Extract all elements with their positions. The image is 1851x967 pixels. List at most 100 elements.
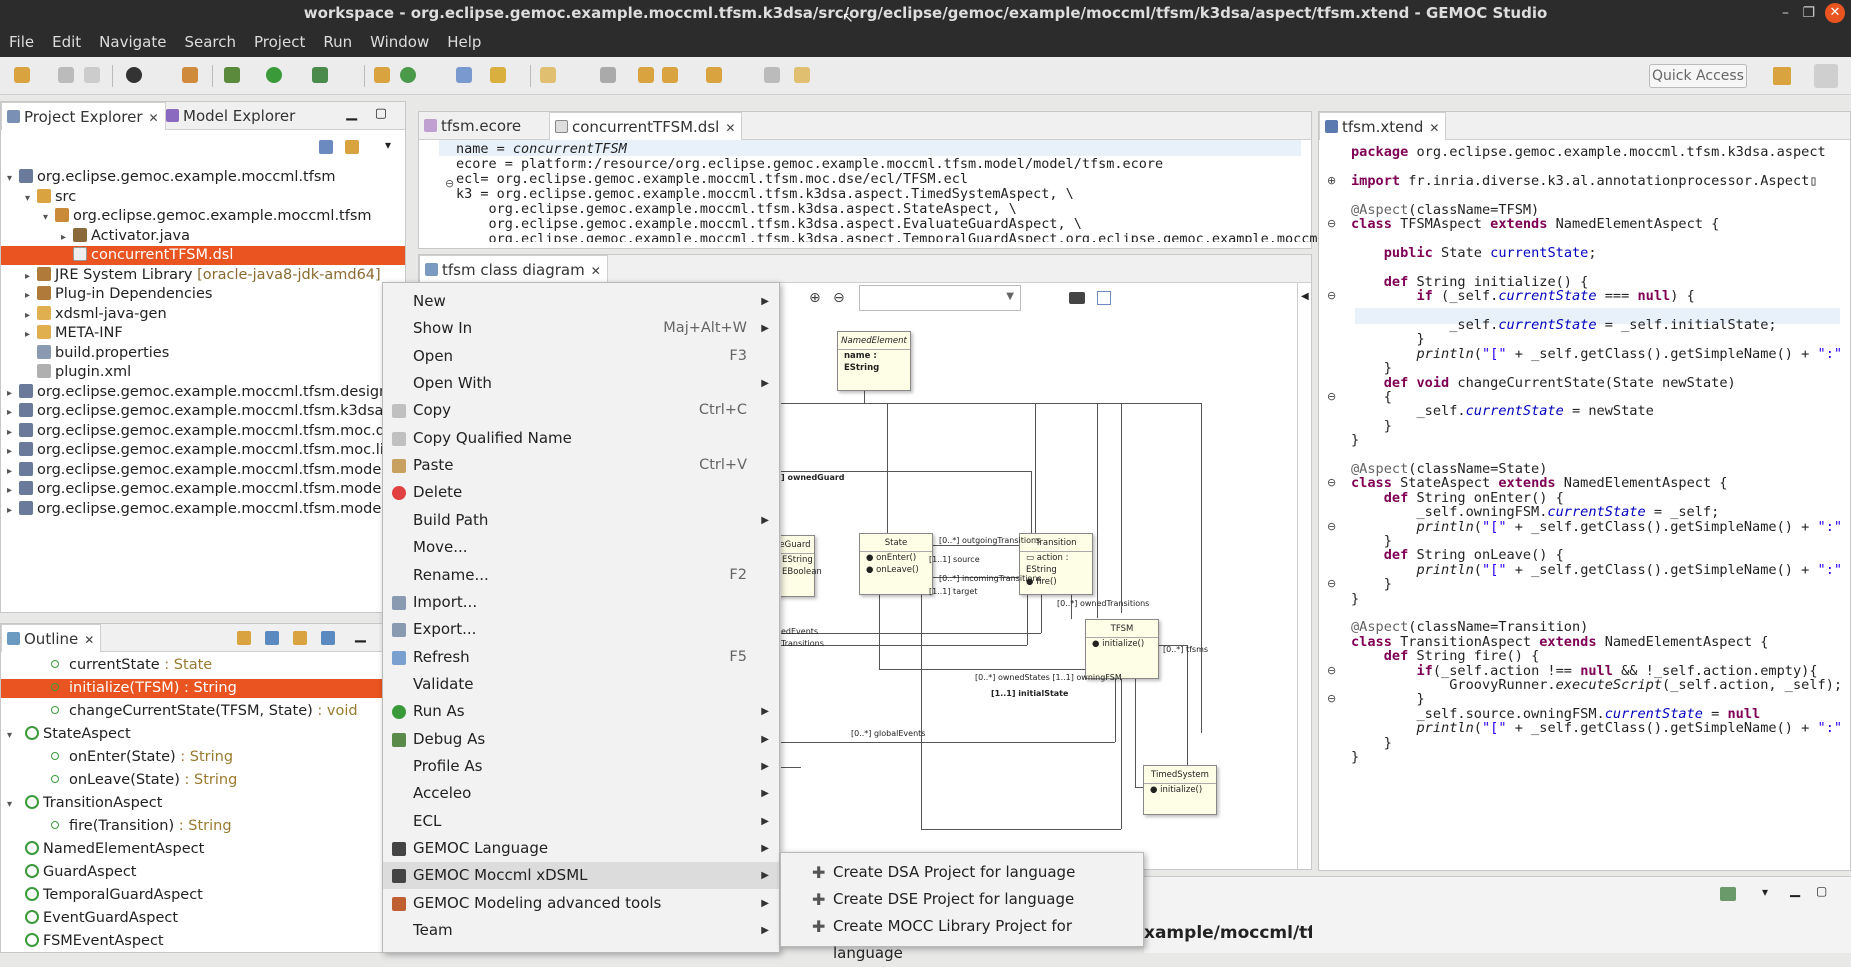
export-image-icon[interactable] bbox=[1069, 292, 1085, 304]
tab-tfsm-ecore[interactable]: tfsm.ecore bbox=[419, 112, 527, 140]
context-menu-item[interactable]: Rename...F2 bbox=[383, 562, 779, 589]
outline-item[interactable]: TemporalGuardAspect bbox=[1, 886, 383, 905]
run-icon[interactable] bbox=[266, 67, 282, 83]
project-tree-item[interactable]: ▸org.eclipse.gemoc.example.moccml.tfsm.m… bbox=[1, 461, 405, 480]
expand-toggle-icon[interactable]: ▸ bbox=[25, 329, 31, 340]
expand-toggle-icon[interactable]: ▾ bbox=[7, 173, 13, 184]
new-class-icon[interactable] bbox=[400, 67, 416, 83]
tab-concurrent-dsl[interactable]: concurrentTFSM.dsl✕ bbox=[549, 112, 743, 140]
dsl-line-6[interactable]: org.eclipse.gemoc.example.moccml.tfsm.k3… bbox=[456, 216, 1082, 232]
context-menu-item[interactable]: Export... bbox=[383, 616, 779, 643]
xtend-code[interactable]: package org.eclipse.gemoc.example.moccml… bbox=[1351, 144, 1843, 766]
expand-toggle-icon[interactable]: ▾ bbox=[43, 212, 49, 223]
context-menu-item[interactable]: Copy Qualified Name bbox=[383, 425, 779, 452]
zoom-in-icon[interactable]: ⊕ bbox=[809, 290, 821, 306]
pin-editor-icon[interactable] bbox=[764, 67, 780, 83]
toggle-mark-icon[interactable] bbox=[794, 67, 810, 83]
expand-toggle-icon[interactable]: ▸ bbox=[7, 504, 13, 516]
menu-edit[interactable]: Edit bbox=[52, 33, 82, 51]
project-tree-item[interactable]: ▸org.eclipse.gemoc.example.moccml.tfsm.d… bbox=[1, 383, 405, 402]
outline-item[interactable]: onEnter(State) : String bbox=[1, 748, 383, 767]
dsl-line-2[interactable]: ecore = platform:/resource/org.eclipse.g… bbox=[456, 156, 1164, 172]
minimize-view-button[interactable]: ▁ bbox=[346, 105, 357, 121]
outline-item[interactable]: FSMEventAspect bbox=[1, 932, 383, 951]
expand-toggle-icon[interactable]: ▸ bbox=[25, 309, 31, 321]
expand-toggle-icon[interactable]: ▸ bbox=[7, 426, 13, 438]
collapse-all-icon[interactable] bbox=[319, 140, 333, 154]
gemoc-icon[interactable] bbox=[126, 67, 142, 83]
context-menu-item[interactable]: Run As▶ bbox=[383, 698, 779, 725]
expand-toggle-icon[interactable]: ▸ bbox=[7, 387, 13, 399]
close-button[interactable]: ✕ bbox=[1825, 3, 1845, 23]
expand-toggle-icon[interactable]: ▸ bbox=[7, 446, 13, 457]
new-icon[interactable] bbox=[14, 67, 30, 83]
menu-file[interactable]: File bbox=[9, 33, 35, 51]
search-icon[interactable] bbox=[490, 67, 506, 83]
project-tree-item[interactable]: build.properties bbox=[1, 344, 405, 363]
context-menu-item[interactable]: Team▶ bbox=[383, 917, 779, 944]
palette-toggle-icon[interactable]: ◀ bbox=[1301, 291, 1309, 302]
outline-item[interactable]: NamedElementAspect bbox=[1, 840, 383, 859]
project-tree-item[interactable]: ▾org.eclipse.gemoc.example.moccml.tfsm bbox=[1, 168, 405, 187]
context-menu-item[interactable]: GEMOC Language▶ bbox=[383, 835, 779, 862]
save-icon[interactable] bbox=[58, 67, 74, 83]
context-menu-item[interactable]: Build Path▶ bbox=[383, 507, 779, 534]
menu-navigate[interactable]: Navigate bbox=[99, 33, 167, 51]
context-menu-item[interactable]: Delete bbox=[383, 479, 779, 506]
diagram-canvas[interactable]: NamedElement name : EString eGuard EStri… bbox=[781, 315, 1295, 867]
dsl-line-1[interactable]: name = concurrentTFSM bbox=[456, 141, 627, 157]
tab-outline[interactable]: Outline✕ bbox=[1, 624, 102, 652]
context-menu-item[interactable]: Move... bbox=[383, 534, 779, 561]
new-project-icon[interactable] bbox=[374, 67, 390, 83]
expand-toggle-icon[interactable]: ▾ bbox=[7, 730, 13, 741]
tab-tfsm-xtend[interactable]: tfsm.xtend✕ bbox=[1319, 112, 1447, 140]
class-transition[interactable]: Transition ▭ action : EString ● fire() bbox=[1019, 533, 1093, 595]
project-tree-item[interactable]: ▸org.eclipse.gemoc.example.moccml.tfsm.m… bbox=[1, 422, 405, 441]
outline-item[interactable]: ▾TransitionAspect bbox=[1, 794, 383, 813]
project-tree-item[interactable]: plugin.xml bbox=[1, 363, 405, 382]
outline-item[interactable]: EventGuardAspect bbox=[1, 909, 383, 928]
expand-toggle-icon[interactable]: ▾ bbox=[7, 799, 13, 810]
project-tree-item[interactable]: ▸org.eclipse.gemoc.example.moccml.tfsm.m… bbox=[1, 500, 405, 519]
project-tree-item[interactable]: ▸xdsml-java-gen bbox=[1, 305, 405, 324]
context-menu-item[interactable]: Open With▶ bbox=[383, 370, 779, 397]
maximize-button[interactable]: ❐ bbox=[1802, 5, 1815, 21]
project-tree-item[interactable]: ▸META-INF bbox=[1, 324, 405, 343]
expand-toggle-icon[interactable]: ▸ bbox=[7, 465, 13, 477]
outline-item[interactable]: currentState : State bbox=[1, 656, 383, 675]
menu-project[interactable]: Project bbox=[254, 33, 306, 51]
xtend-gutter[interactable]: ⊕ ⊖ ⊖ ⊖ ⊖ ⊖ ⊖ ⊖ ⊖ bbox=[1327, 173, 1337, 706]
collapse-icon[interactable] bbox=[237, 631, 251, 645]
class-timed-system[interactable]: TimedSystem ● initialize() bbox=[1143, 765, 1217, 815]
create-dse-project-item[interactable]: ✚Create DSE Project for language bbox=[781, 886, 1143, 913]
tab-project-explorer[interactable]: Project Explorer✕ bbox=[1, 102, 166, 130]
hide-fields-icon[interactable] bbox=[265, 631, 279, 645]
back-icon[interactable] bbox=[662, 67, 678, 83]
next-annotation-icon[interactable] bbox=[540, 67, 556, 83]
new-console-icon[interactable] bbox=[1720, 887, 1736, 901]
quick-access-input[interactable]: Quick Access bbox=[1649, 64, 1747, 88]
perspective-icon[interactable] bbox=[1773, 67, 1791, 85]
context-menu-item[interactable]: GEMOC Moccml xDSML▶ bbox=[383, 862, 779, 890]
menu-window[interactable]: Window bbox=[370, 33, 430, 51]
context-menu-item[interactable]: Profile As▶ bbox=[383, 753, 779, 780]
open-perspective-icon[interactable] bbox=[1814, 64, 1838, 88]
maximize-button[interactable]: ▢ bbox=[1816, 884, 1828, 898]
class-guard[interactable]: eGuard EString EBoolean bbox=[781, 535, 822, 597]
outline-item[interactable]: GuardAspect bbox=[1, 863, 383, 882]
menu-search[interactable]: Search bbox=[184, 33, 236, 51]
project-tree-item[interactable]: ▸Activator.java bbox=[1, 227, 405, 246]
class-tfsm[interactable]: TFSM ● initialize() bbox=[1085, 619, 1159, 679]
expand-toggle-icon[interactable]: ▸ bbox=[25, 290, 31, 301]
expand-toggle-icon[interactable]: ▸ bbox=[7, 407, 13, 418]
open-type-icon[interactable] bbox=[456, 67, 472, 83]
outline-item[interactable]: ▾StateAspect bbox=[1, 725, 383, 744]
minimize-outline-button[interactable]: ▁ bbox=[355, 627, 366, 643]
create-dsa-project-item[interactable]: ✚Create DSA Project for language bbox=[781, 859, 1143, 886]
expand-toggle-icon[interactable]: ▸ bbox=[7, 485, 13, 496]
outline-item[interactable]: onLeave(State) : String bbox=[1, 771, 383, 790]
tab-tfsm-class-diagram[interactable]: tfsm class diagram✕ bbox=[419, 255, 608, 283]
